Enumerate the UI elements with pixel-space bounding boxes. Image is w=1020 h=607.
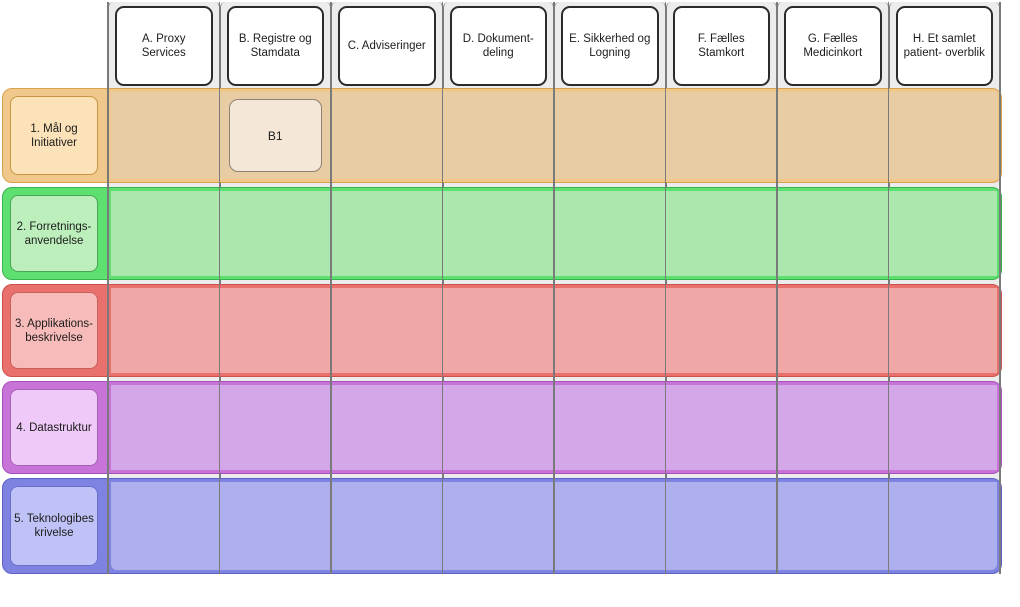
row-band-4 [2,381,1002,474]
row-label-4: 4. Datastruktur [10,389,98,466]
row-band-1 [2,88,1002,183]
row-label-1: 1. Mål og Initiativer [10,96,98,175]
row-band-5 [2,478,1002,574]
column-header-G: G. Fælles Medicinkort [784,6,882,86]
column-separator-5 [664,2,667,574]
row-band-2 [2,187,1002,280]
column-separator-6 [776,2,778,574]
column-header-A: A. Proxy Services [115,6,213,86]
row-label-5: 5. Teknologibes krivelse [10,486,98,566]
column-separator-7 [887,2,890,574]
column-separator-8 [999,2,1001,574]
column-header-E: E. Sikkerhed og Logning [561,6,659,86]
row-band-3 [2,284,1002,377]
row-label-3: 3. Applikations- beskrivelse [10,292,98,369]
row-label-2: 2. Forretnings- anvendelse [10,195,98,272]
column-separator-1 [218,2,221,574]
column-header-C: C. Adviseringer [338,6,436,86]
column-separator-2 [330,2,332,574]
column-header-B: B. Registre og Stamdata [226,6,324,86]
column-separator-4 [553,2,555,574]
column-header-F: F. Fælles Stamkort [672,6,770,86]
cell-B1[interactable]: B1 [228,99,322,172]
column-separator-0 [107,2,109,574]
column-header-D: D. Dokument- deling [449,6,547,86]
column-header-H: H. Et samlet patient- overblik [895,6,993,86]
column-separator-3 [441,2,444,574]
